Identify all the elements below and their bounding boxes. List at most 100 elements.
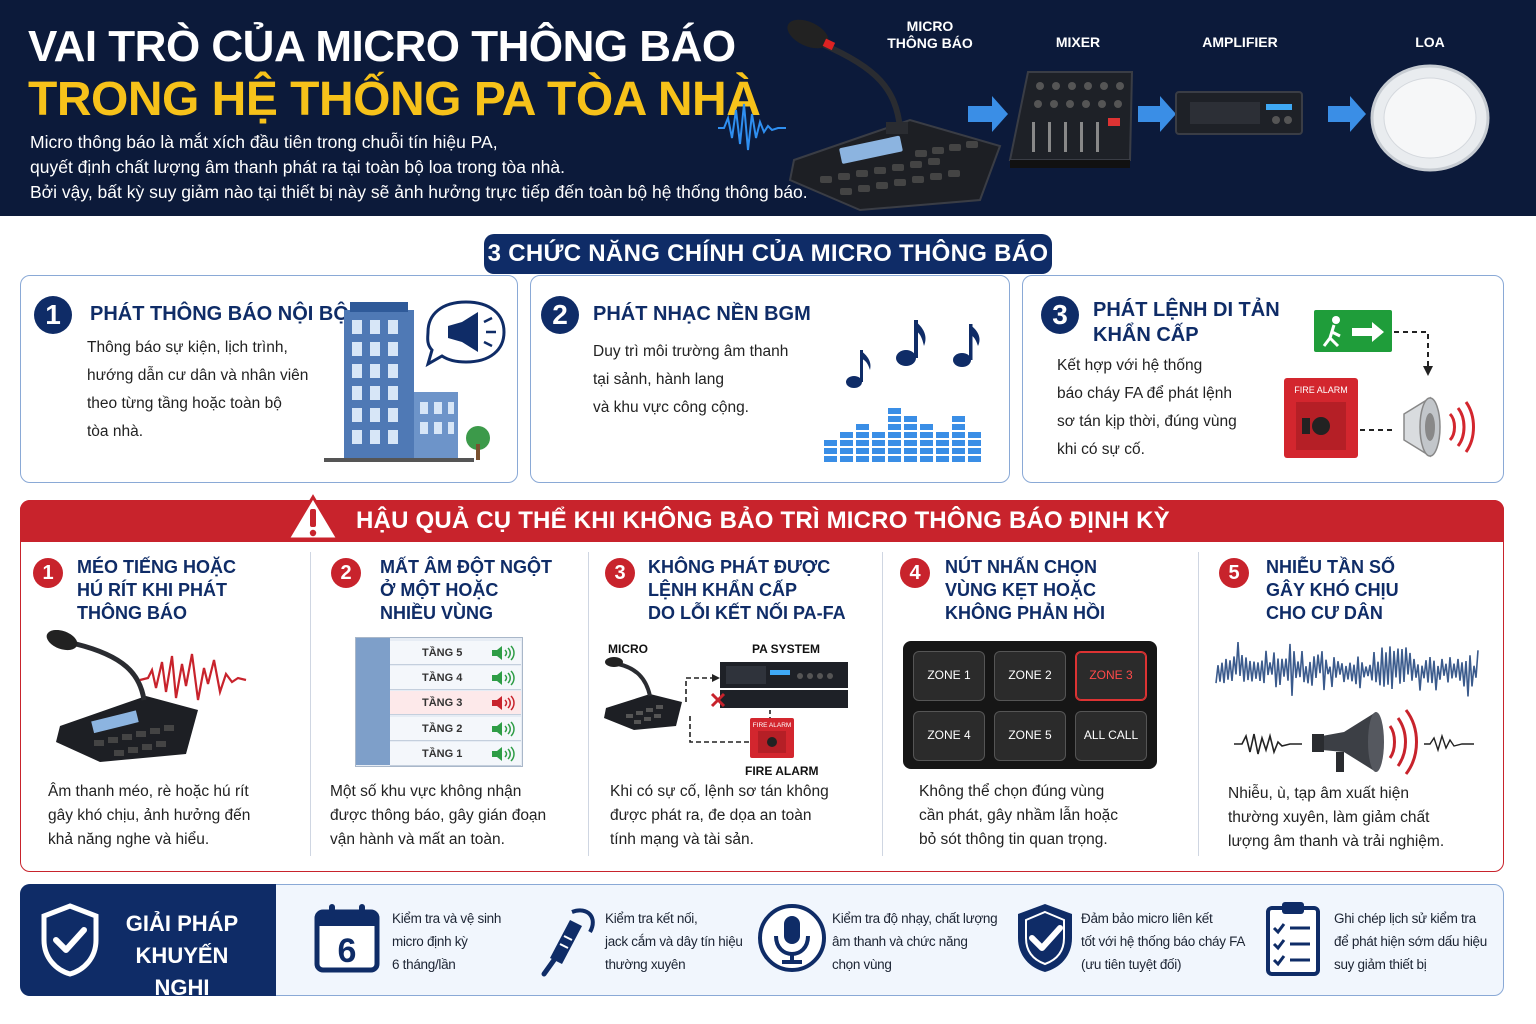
equalizer-bar [824, 440, 837, 446]
floor-row: TẦNG 5 [390, 641, 521, 665]
equalizer-bar [904, 440, 917, 446]
equalizer-bar [872, 432, 885, 438]
building-facade [356, 638, 390, 765]
shield-check-icon [1018, 904, 1072, 972]
equalizer-bar [856, 424, 869, 430]
floor-label: TẦNG 1 [422, 747, 463, 760]
consequence-badge-1: 1 [33, 558, 63, 588]
distorted-microphone-illustration [46, 630, 247, 762]
equalizer-bar [952, 456, 965, 462]
equalizer-bar [920, 456, 933, 462]
arrow-right-icon [968, 96, 1008, 132]
function-badge-3: 3 [1041, 296, 1079, 334]
divider [882, 552, 883, 856]
building-floors-panel: TẦNG 5 TẦNG 4 TẦNG 3 TẦNG 2 TẦNG 1 [355, 637, 523, 767]
equalizer-bar [904, 432, 917, 438]
broken-link-icon [710, 692, 726, 708]
equalizer-bar [936, 456, 949, 462]
equalizer-bar [936, 432, 949, 438]
zone-button[interactable]: ZONE 1 [913, 651, 985, 701]
equalizer-bar [920, 432, 933, 438]
equalizer-bar [888, 416, 901, 422]
equalizer-bar [920, 424, 933, 430]
svg-text:6: 6 [338, 932, 357, 970]
equalizer-bar [952, 440, 965, 446]
floor-row: TẦNG 2 [390, 716, 521, 741]
equalizer-bar [904, 416, 917, 422]
floor-label: TẦNG 5 [422, 647, 463, 659]
zone-button[interactable]: ALL CALL [1075, 711, 1147, 761]
noise-speaker-illustration [1215, 641, 1479, 775]
header-desc-2: quyết định chất lượng âm thanh phát ra t… [30, 157, 565, 177]
equalizer-bar [888, 432, 901, 438]
zone-button[interactable]: ZONE 5 [994, 711, 1066, 761]
divider [310, 552, 311, 856]
flow-label-speaker: LOA [1415, 34, 1445, 50]
equalizer-bar [856, 456, 869, 462]
signal-chain-illustration [718, 19, 1490, 212]
equalizer-bar [840, 440, 853, 446]
solutions-heading-block [20, 884, 276, 996]
floor-label: TẦNG 4 [422, 672, 463, 685]
noise-wave-icon [1215, 641, 1479, 697]
warning-triangle-icon [285, 494, 341, 541]
function-badge-1: 1 [34, 296, 72, 334]
label-micro: MICRO [608, 642, 648, 656]
music-equalizer-icon [824, 320, 981, 462]
divider [588, 552, 589, 856]
sound-wave-icon [718, 103, 786, 151]
paging-microphone-icon [787, 19, 1002, 212]
consequence-badge-5: 5 [1219, 558, 1249, 588]
function-body-1: Thông báo sự kiện, lịch trình,hướng dẫn … [87, 339, 309, 440]
functions-heading: 3 CHỨC NĂNG CHÍNH CỦA MICRO THÔNG BÁO [484, 234, 1052, 274]
arrow-right-icon [1138, 96, 1176, 132]
equalizer-bar [920, 448, 933, 454]
equalizer-bar [952, 448, 965, 454]
zone-button[interactable]: ZONE 2 [994, 651, 1066, 701]
label-fire-alarm: FIRE ALARM [745, 764, 819, 778]
building-announcement-icon [324, 300, 506, 462]
zone-button[interactable]: ZONE 4 [913, 711, 985, 761]
equalizer-bar [840, 432, 853, 438]
floor-row: TẦNG 3 [390, 691, 521, 716]
audio-jack-cable-icon [541, 908, 595, 977]
microphone-circle-icon [758, 904, 826, 972]
equalizer-bar [840, 456, 853, 462]
equalizer-bar [888, 448, 901, 454]
equalizer-bar [936, 440, 949, 446]
function-badge-2: 2 [541, 296, 579, 334]
equalizer-bar [872, 448, 885, 454]
zone-button[interactable]: ZONE 3 [1075, 651, 1147, 701]
speaker-volume-icon [492, 746, 515, 762]
function-title-2: PHÁT NHẠC NỀN BGM [593, 303, 811, 325]
consequence-badge-3: 3 [605, 558, 635, 588]
equalizer-bar [952, 432, 965, 438]
ceiling-speaker-icon [1370, 64, 1490, 172]
equalizer-bar [904, 448, 917, 454]
equalizer-bar [952, 416, 965, 422]
floor-row: TẦNG 1 [390, 741, 521, 766]
equalizer-bar [904, 456, 917, 462]
equalizer-bar [936, 448, 949, 454]
equalizer-bar [968, 432, 981, 438]
svg-text:FIRE ALARM: FIRE ALARM [753, 722, 792, 729]
equalizer-bar [872, 440, 885, 446]
noise-wave-icon [1424, 733, 1474, 753]
floor-label: TẦNG 3 [422, 697, 463, 710]
equalizer-bar [968, 440, 981, 446]
equalizer-bar [888, 456, 901, 462]
